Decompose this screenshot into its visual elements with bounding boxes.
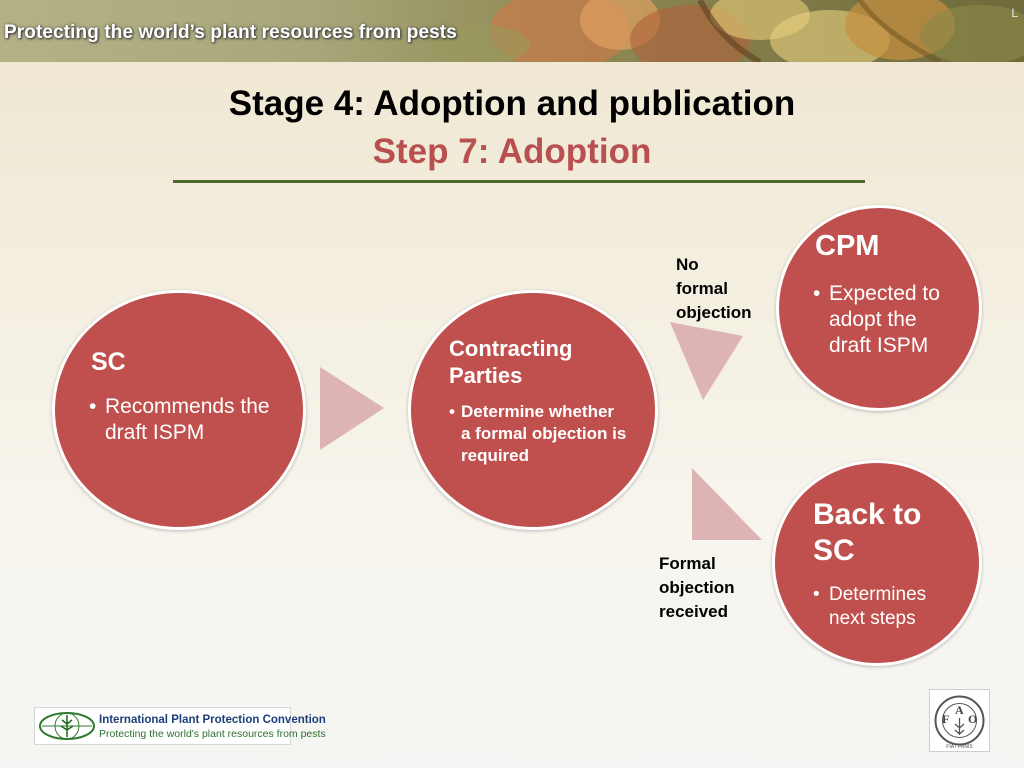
- no-formal-objection-label: No formal objection: [676, 255, 752, 322]
- arrow-to-cpm-icon: [670, 322, 743, 400]
- banner-tagline: Protecting the world’s plant resources f…: [4, 22, 457, 43]
- arrow-sc-to-contracting-icon: [320, 367, 384, 450]
- back-to-sc-circle: Back to SC Determines next steps: [772, 460, 982, 666]
- fao-emblem-icon: F A O FIAT PANIS: [934, 695, 985, 750]
- svg-text:F: F: [942, 712, 949, 726]
- fao-logo: F A O FIAT PANIS: [929, 689, 990, 752]
- header-banner: Protecting the world’s plant resources f…: [0, 0, 1024, 62]
- contracting-parties-bullet-list: Determine whether a formal objection is …: [447, 401, 627, 467]
- svg-text:A: A: [955, 703, 964, 717]
- contracting-parties-bullet: Determine whether a formal objection is …: [447, 401, 627, 467]
- botanical-illustration: [430, 0, 1024, 62]
- back-to-sc-bullet: Determines next steps: [811, 583, 961, 631]
- slide-number: L: [1011, 6, 1018, 20]
- ippc-tagline: Protecting the world's plant resources f…: [99, 728, 326, 740]
- arrow-to-back-to-sc-icon: [692, 468, 762, 540]
- slide-title: Stage 4: Adoption and publication: [228, 84, 796, 123]
- back-to-sc-bullet-list: Determines next steps: [811, 583, 961, 631]
- formal-objection-received-label: Formal objection received: [659, 554, 735, 621]
- slide-subtitle: Step 7: Adoption: [372, 132, 652, 171]
- svg-text:FIAT PANIS: FIAT PANIS: [946, 744, 973, 750]
- ippc-logo: International Plant Protection Conventio…: [34, 707, 326, 745]
- sc-bullet-list: Recommends the draft ISPM: [87, 394, 287, 446]
- contracting-parties-heading: Contracting Parties: [449, 336, 573, 388]
- sc-heading: SC: [91, 348, 126, 376]
- contracting-parties-circle: Contracting Parties Determine whether a …: [408, 290, 658, 530]
- cpm-heading: CPM: [815, 230, 880, 262]
- svg-text:O: O: [968, 712, 977, 726]
- cpm-circle: CPM Expected to adopt the draft ISPM: [776, 205, 982, 411]
- cpm-bullet-list: Expected to adopt the draft ISPM: [811, 281, 961, 359]
- cpm-bullet: Expected to adopt the draft ISPM: [811, 281, 961, 359]
- ippc-emblem-icon: [39, 712, 95, 740]
- title-divider: [173, 180, 865, 183]
- back-to-sc-heading: Back to SC: [813, 498, 922, 567]
- sc-bullet: Recommends the draft ISPM: [87, 394, 287, 446]
- ippc-name: International Plant Protection Conventio…: [99, 714, 326, 726]
- sc-circle: SC Recommends the draft ISPM: [52, 290, 306, 530]
